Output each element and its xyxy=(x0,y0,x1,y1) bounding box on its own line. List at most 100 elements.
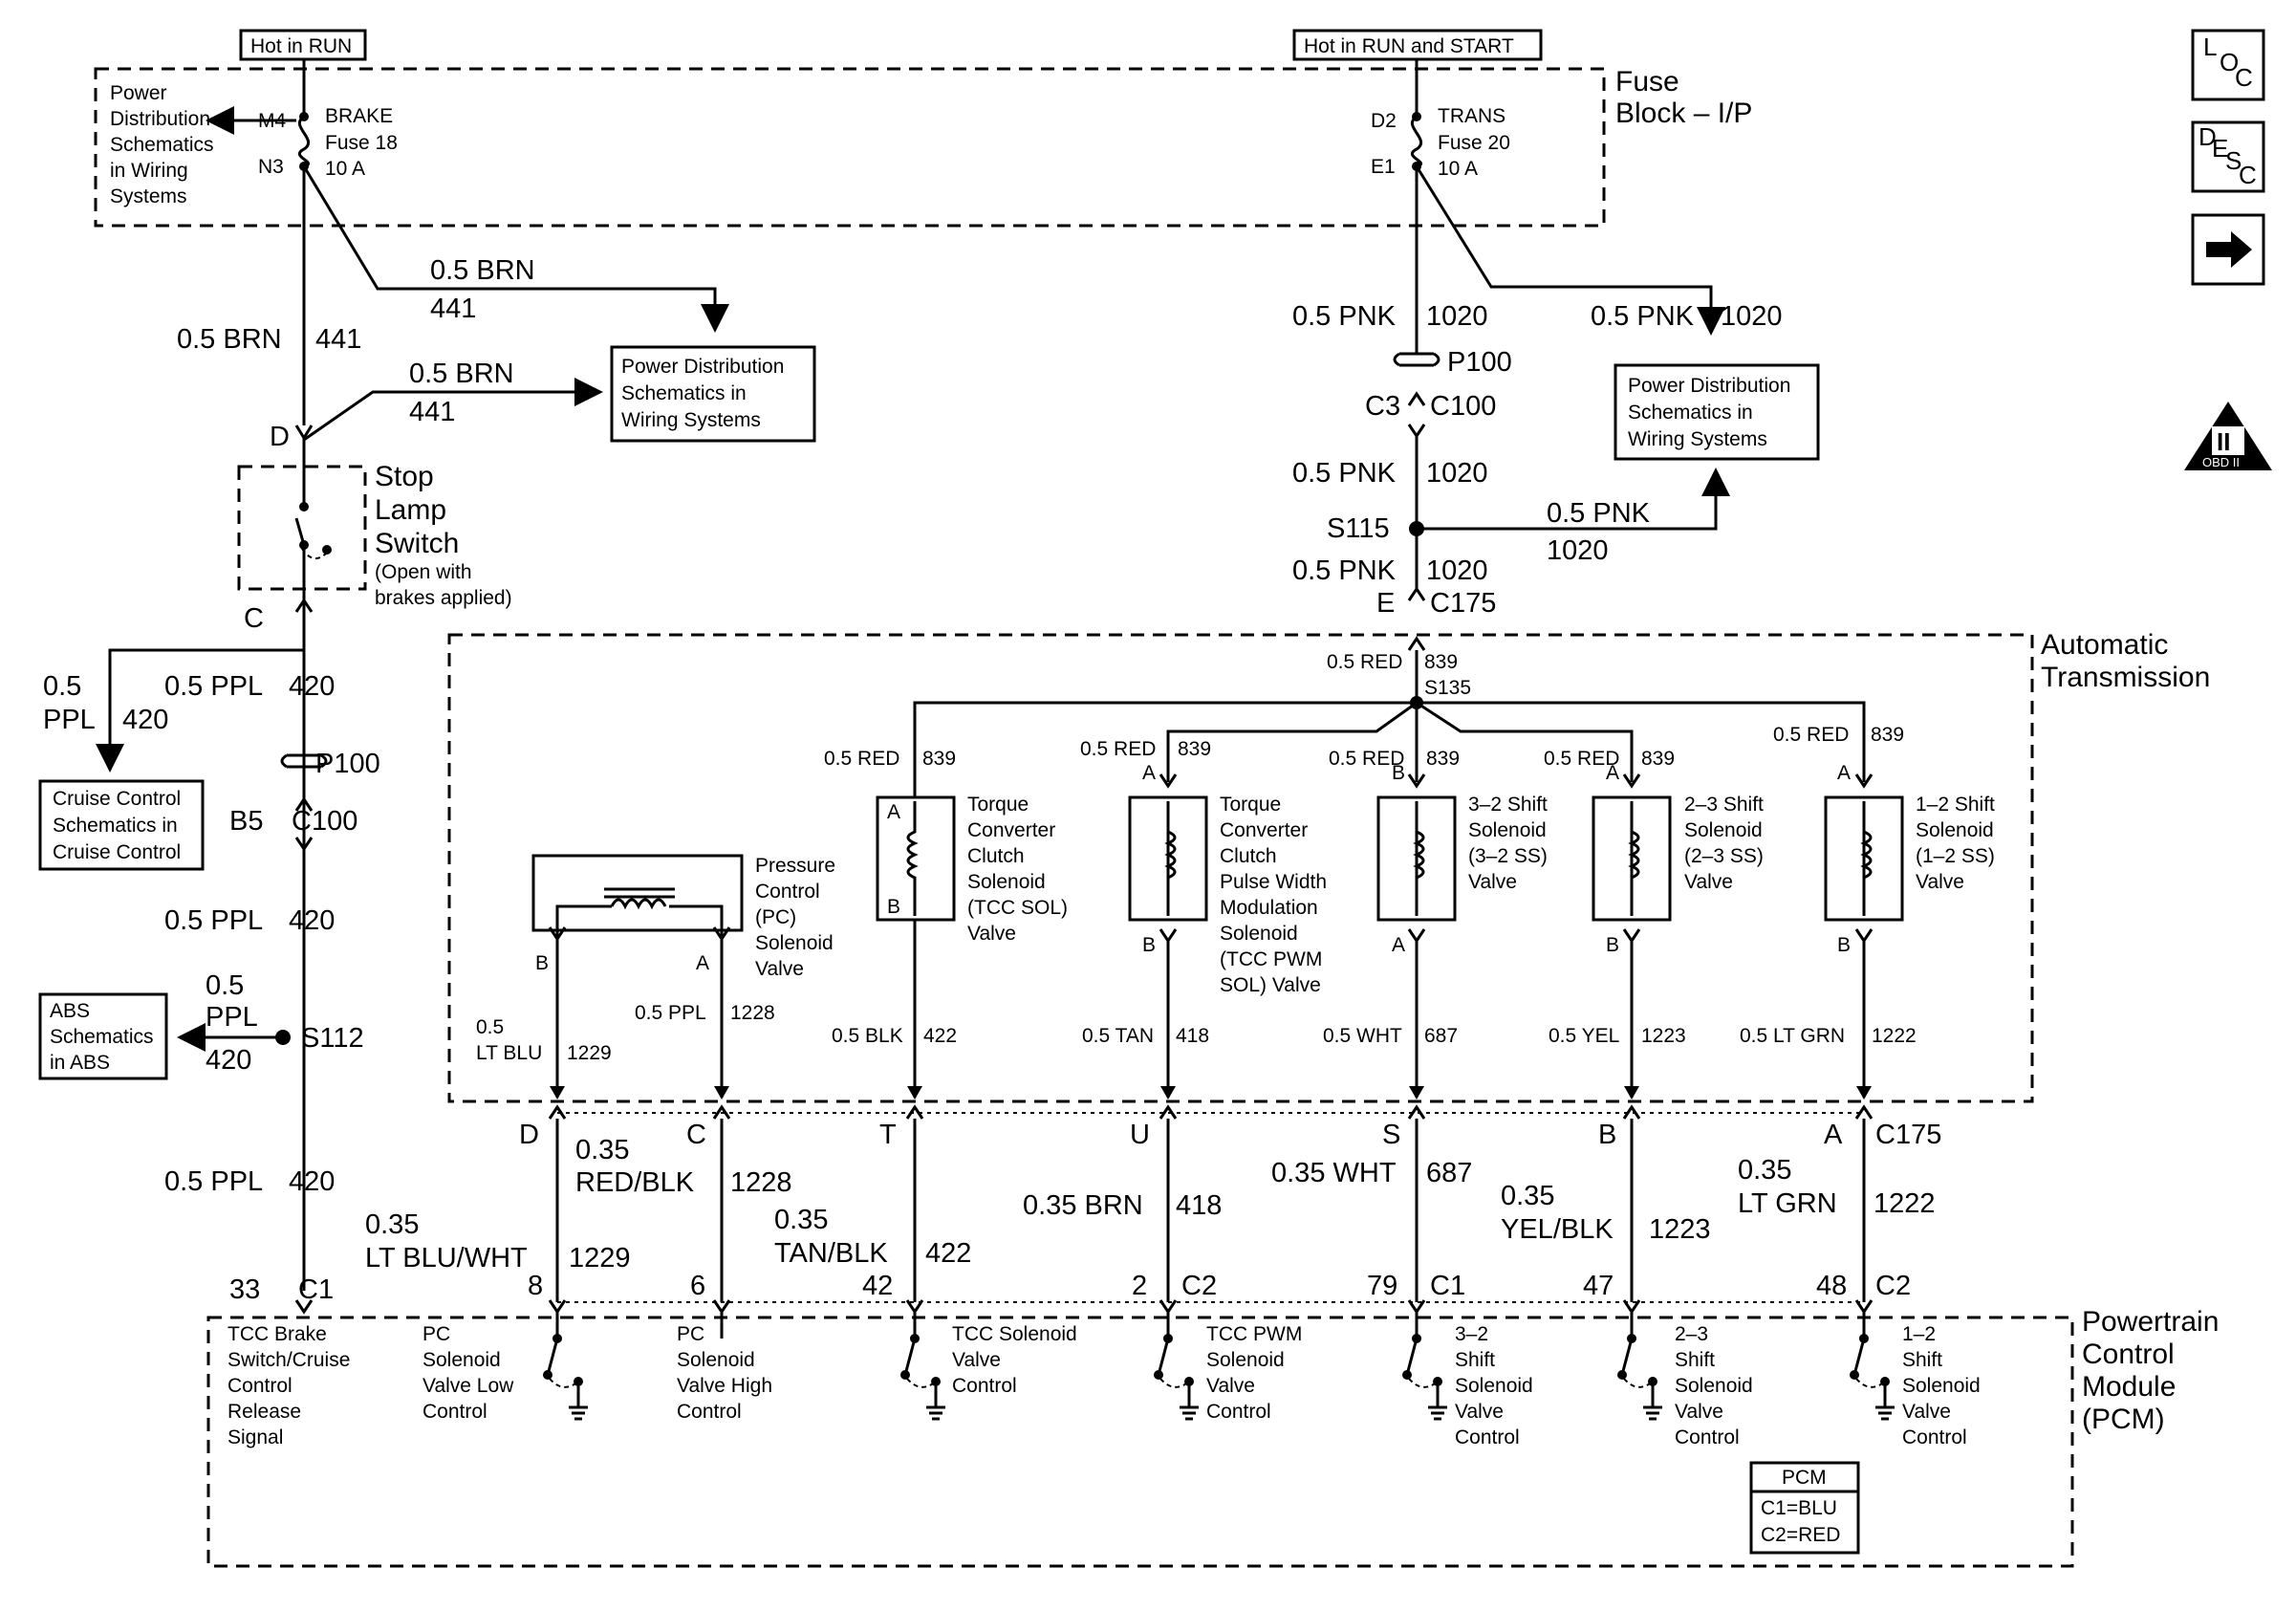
svg-text:SOL) Valve: SOL) Valve xyxy=(1220,974,1321,996)
svg-text:Control: Control xyxy=(1206,1401,1271,1423)
svg-text:Converter: Converter xyxy=(967,819,1055,841)
svg-text:Valve: Valve xyxy=(1455,1401,1504,1423)
svg-text:1228: 1228 xyxy=(730,1002,775,1024)
inner-wire-labels: 0.5 LT BLU 1229 0.5 PPL 1228 0.5 BLK 422… xyxy=(476,1002,1917,1064)
wire-label-ppl-main: 0.5 PPL xyxy=(164,671,263,702)
svg-text:3–2 Shift: 3–2 Shift xyxy=(1468,794,1548,816)
svg-text:48: 48 xyxy=(1816,1271,1847,1301)
svg-text:BRAKE: BRAKE xyxy=(325,105,393,127)
svg-text:Control: Control xyxy=(227,1375,292,1397)
wire-label-1020-1: 1020 xyxy=(1426,301,1488,332)
wire-label-441-branch2: 441 xyxy=(409,397,455,427)
svg-text:10 A: 10 A xyxy=(1438,158,1478,180)
pcm-switch-3 xyxy=(1402,1312,1447,1421)
svg-text:Switch/Cruise: Switch/Cruise xyxy=(227,1349,350,1371)
svg-text:N3: N3 xyxy=(258,156,284,178)
conn-e: E xyxy=(1376,588,1395,619)
svg-text:Cruise Control: Cruise Control xyxy=(53,841,181,863)
svg-text:PCM: PCM xyxy=(1782,1467,1827,1489)
wire-label-abs-gauge: 0.5 xyxy=(206,970,244,1001)
svg-text:Solenoid: Solenoid xyxy=(1675,1375,1753,1397)
wire-label-ppl-3: 0.5 PPL xyxy=(164,1166,263,1197)
svg-text:79: 79 xyxy=(1367,1271,1397,1301)
svg-text:Solenoid: Solenoid xyxy=(967,871,1046,893)
svg-text:(3–2 SS): (3–2 SS) xyxy=(1468,845,1548,867)
svg-text:0.5 RED: 0.5 RED xyxy=(1329,748,1404,770)
svg-text:839: 839 xyxy=(922,748,956,770)
wire-label-pnk-1: 0.5 PNK xyxy=(1292,301,1397,332)
hot-in-run-label: Hot in RUN xyxy=(239,29,367,61)
conn-c3: C3 xyxy=(1365,391,1400,422)
svg-text:0.5 RED: 0.5 RED xyxy=(1544,748,1619,770)
svg-text:839: 839 xyxy=(1178,738,1211,760)
svg-text:418: 418 xyxy=(1176,1025,1209,1047)
svg-text:T: T xyxy=(879,1120,897,1150)
svg-text:(PCM): (PCM) xyxy=(2082,1404,2165,1435)
svg-text:Clutch: Clutch xyxy=(1220,845,1277,867)
wire-label-abs-color: PPL xyxy=(206,1002,258,1033)
wire-label-pnk-s115: 0.5 PNK xyxy=(1547,498,1651,529)
svg-text:Valve: Valve xyxy=(1902,1401,1951,1423)
c175-arrowheads xyxy=(550,1086,1872,1099)
svg-text:Power Distribution: Power Distribution xyxy=(621,356,784,378)
svg-text:Pressure: Pressure xyxy=(755,855,835,877)
p100-inline-right xyxy=(1393,352,1440,367)
hot-in-run-start-label: Hot in RUN and START xyxy=(1292,29,1543,61)
svg-text:6: 6 xyxy=(690,1271,705,1301)
svg-text:B: B xyxy=(1142,934,1156,956)
svg-text:Signal: Signal xyxy=(227,1426,283,1448)
svg-text:TCC PWM: TCC PWM xyxy=(1206,1323,1302,1345)
svg-text:C1: C1 xyxy=(1430,1271,1465,1301)
svg-text:0.5 BLK: 0.5 BLK xyxy=(832,1025,903,1047)
svg-text:PC: PC xyxy=(677,1323,704,1345)
svg-text:0.5 WHT: 0.5 WHT xyxy=(1323,1025,1402,1047)
svg-text:LT BLU/WHT: LT BLU/WHT xyxy=(365,1243,528,1274)
svg-text:Shift: Shift xyxy=(1455,1349,1495,1371)
svg-text:Valve: Valve xyxy=(952,1349,1001,1371)
svg-text:0.35: 0.35 xyxy=(365,1209,419,1240)
svg-text:0.5 RED: 0.5 RED xyxy=(824,748,899,770)
stop-lamp-note-2: brakes applied) xyxy=(375,587,512,609)
svg-text:O: O xyxy=(2220,48,2239,76)
wire-label-pnk-3: 0.5 PNK xyxy=(1292,555,1397,586)
svg-text:A: A xyxy=(887,801,900,823)
stop-lamp-switch xyxy=(294,425,332,613)
svg-text:Valve: Valve xyxy=(1206,1375,1255,1397)
svg-text:422: 422 xyxy=(925,1238,971,1269)
svg-text:Schematics in: Schematics in xyxy=(621,382,747,404)
pcm-circuit-brake: TCC Brake Switch/Cruise Control Release … xyxy=(227,1323,350,1448)
svg-text:Control: Control xyxy=(952,1375,1017,1397)
svg-text:Valve Low: Valve Low xyxy=(422,1375,514,1397)
automatic-transmission-boundary xyxy=(447,633,2034,1103)
svg-text:Solenoid: Solenoid xyxy=(1455,1375,1533,1397)
pcm-circuit-tcc-pwm: TCC PWM Solenoid Valve Control xyxy=(1206,1323,1302,1423)
svg-text:Torque: Torque xyxy=(1220,794,1281,816)
wire-label-ppl-2: 0.5 PPL xyxy=(164,905,263,936)
svg-text:RED/BLK: RED/BLK xyxy=(575,1167,695,1198)
svg-text:Hot in RUN: Hot in RUN xyxy=(250,35,352,57)
pc-solenoid: B A Pressure Control (PC) Solenoid Valve xyxy=(531,854,835,1098)
svg-text:B: B xyxy=(887,896,900,918)
svg-text:(1–2 SS): (1–2 SS) xyxy=(1916,845,1995,867)
tcc-pwm-solenoid: A B 0.5 RED 839 Torque Converter Clutch … xyxy=(1080,738,1327,1098)
cruise-control-box: Cruise Control Schematics in Cruise Cont… xyxy=(38,779,205,871)
svg-text:1223: 1223 xyxy=(1649,1214,1711,1245)
stop-lamp-title-1: Stop xyxy=(375,461,434,492)
svg-text:YEL/BLK: YEL/BLK xyxy=(1501,1214,1614,1245)
svg-text:Control: Control xyxy=(2082,1339,2175,1370)
svg-text:0.35 WHT: 0.35 WHT xyxy=(1271,1158,1397,1188)
svg-text:47: 47 xyxy=(1583,1271,1614,1301)
desc-icon[interactable]: D E S C xyxy=(2191,120,2265,193)
wire-label-cruise-color: PPL xyxy=(43,705,96,735)
svg-text:Fuse 18: Fuse 18 xyxy=(325,132,398,154)
svg-text:1222: 1222 xyxy=(1872,1025,1917,1047)
svg-text:Wiring Systems: Wiring Systems xyxy=(1628,428,1767,450)
svg-text:0.5 PPL: 0.5 PPL xyxy=(635,1002,706,1024)
obd-ii-icon[interactable]: II OBD II xyxy=(2184,402,2272,470)
svg-text:42: 42 xyxy=(862,1271,893,1301)
svg-text:839: 839 xyxy=(1426,748,1460,770)
svg-text:II: II xyxy=(2217,427,2230,456)
loc-icon[interactable]: L O C xyxy=(2191,29,2265,101)
next-arrow-icon[interactable] xyxy=(2191,213,2265,286)
conn-s115: S115 xyxy=(1327,513,1390,544)
